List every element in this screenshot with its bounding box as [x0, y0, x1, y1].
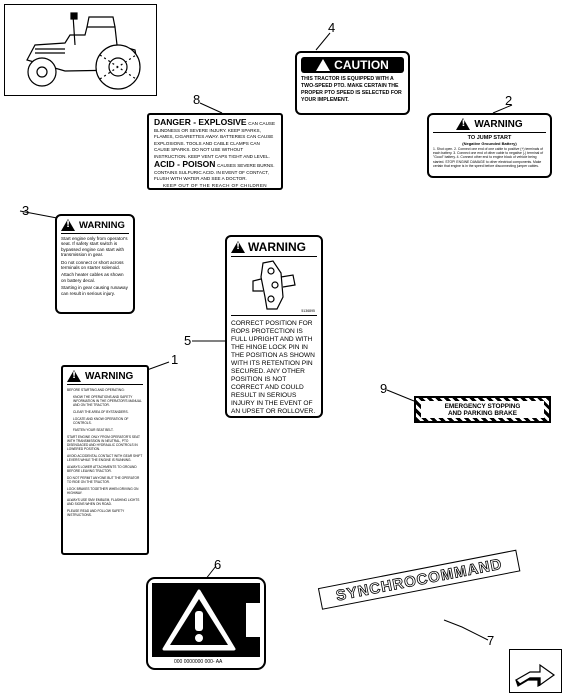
operating-item: ALWAYS LOWER ATTACHMENTS TO GROUND BEFOR…	[67, 465, 137, 473]
emergency-brake-decal: EMERGENCY STOPPING AND PARKING BRAKE	[414, 396, 551, 423]
emergency-line-1: EMERGENCY STOPPING	[444, 402, 521, 410]
rops-part-number: 5136895	[301, 309, 315, 313]
jump-start-header: WARNING	[433, 118, 546, 133]
operating-item: AVOID ACCIDENTAL CONTACT WITH GEAR SHIFT…	[67, 454, 143, 462]
danger-explosive-title: DANGER - EXPLOSIVE	[154, 117, 247, 127]
callout-7: 7	[487, 633, 495, 648]
callout-9: 9	[380, 381, 388, 396]
rops-warning-decal: WARNING 5136895 CORRECT POSITION FOR ROP…	[225, 235, 323, 418]
tractor-illustration	[26, 12, 141, 90]
rops-text: CORRECT POSITION FOR ROPS PROTECTION IS …	[231, 320, 316, 415]
operating-item: KNOW THE OPERATIONS AND SAFETY INFORMATI…	[73, 395, 142, 407]
callout-4: 4	[328, 20, 336, 35]
danger-explosive-text: CAN CAUSE BLINDNESS OR SEVERE INJURY. KE…	[154, 121, 276, 159]
emergency-line-2: AND PARKING BRAKE	[447, 409, 518, 417]
start-engine-item-3: Attach heater cables as shown on battery…	[61, 272, 124, 283]
warning-triangle-icon	[456, 118, 471, 130]
keep-out-text: KEEP OUT OF THE REACH OF CHILDREN	[162, 182, 268, 188]
start-engine-item-4: Starting in gear causing runaway can res…	[61, 285, 128, 296]
rops-hinge-illustration	[252, 260, 296, 310]
operating-warning-decal: WARNING BEFORE STARTING AND OPERATING: K…	[61, 365, 149, 555]
callout-2: 2	[505, 93, 513, 108]
warning-triangle-icon	[61, 219, 75, 231]
start-engine-warning-decal: WARNING Start engine only from operator'…	[55, 214, 135, 314]
operating-item: BEFORE STARTING AND OPERATING:	[67, 388, 125, 392]
start-engine-item-1: Start engine only from operator's seat. …	[61, 236, 128, 258]
battery-danger-decal: DANGER - EXPLOSIVE CAN CAUSE BLINDNESS O…	[147, 113, 283, 190]
callout-5: 5	[184, 333, 192, 348]
rops-header: WARNING	[231, 240, 317, 257]
operating-item: DO NOT PERMIT ANYONE BUT THE OPERATOR TO…	[67, 476, 140, 484]
acid-poison-text: CAUSES SEVERE BURNS. CONTAINS SULFURIC A…	[154, 163, 275, 181]
callout-8: 8	[193, 92, 201, 107]
operating-item: LOCK BRAKES TOGETHER WHEN DRIVING ON HIG…	[67, 487, 139, 495]
caution-text: THIS TRACTOR IS EQUIPPED WITH A TWO-SPEE…	[301, 76, 402, 103]
jump-start-subtitle2: (Negative Grounded Battery)	[462, 141, 517, 146]
operating-item: PLEASE READ AND FOLLOW SAFETY INSTRUCTIO…	[67, 509, 125, 517]
operating-item: FASTEN YOUR SEAT BELT.	[73, 428, 114, 432]
acid-poison-title: ACID - POISON	[154, 159, 216, 169]
start-engine-item-2: Do not connect or short across terminals…	[61, 259, 124, 271]
jump-start-subtitle: TO JUMP START	[467, 135, 512, 141]
warning-triangle-icon	[67, 370, 81, 382]
operating-header: WARNING	[67, 370, 143, 385]
jump-start-text: 1. Shut open. 2. Connect one end of one …	[433, 147, 544, 168]
caution-header: CAUTION	[301, 57, 404, 73]
operating-item: ALWAYS USE SMV EMBLEM, FLASHING LIGHTS A…	[67, 498, 140, 506]
next-page-arrow-icon	[515, 663, 556, 687]
callout-3: 3	[22, 203, 30, 218]
caution-decal-pto: CAUTION THIS TRACTOR IS EQUIPPED WITH A …	[295, 51, 410, 115]
callout-1: 1	[171, 352, 179, 367]
warning-triangle-icon	[231, 241, 245, 253]
jump-start-warning-decal: WARNING TO JUMP START (Negative Grounded…	[427, 113, 552, 178]
warning-triangle-icon	[316, 59, 331, 71]
next-page-button[interactable]	[509, 649, 562, 693]
warning-symbol-part-number: 000 0000000 000- AA	[174, 659, 223, 665]
warning-symbol-decal: 000 0000000 000- AA	[146, 577, 266, 670]
warning-symbol-graphic	[146, 577, 266, 670]
start-engine-header: WARNING	[61, 219, 129, 234]
tractor-illustration-frame	[4, 4, 157, 96]
rops-illustration-frame: 5136895	[231, 257, 317, 316]
operating-item: LOCATE AND KNOW OPERATION OF CONTROLS.	[73, 417, 129, 425]
operating-item: START ENGINE ONLY FROM OPERATOR'S SEAT W…	[67, 435, 140, 451]
callout-6: 6	[214, 557, 222, 572]
operating-item: CLEAR THE AREA OF BYSTANDERS.	[73, 410, 129, 414]
